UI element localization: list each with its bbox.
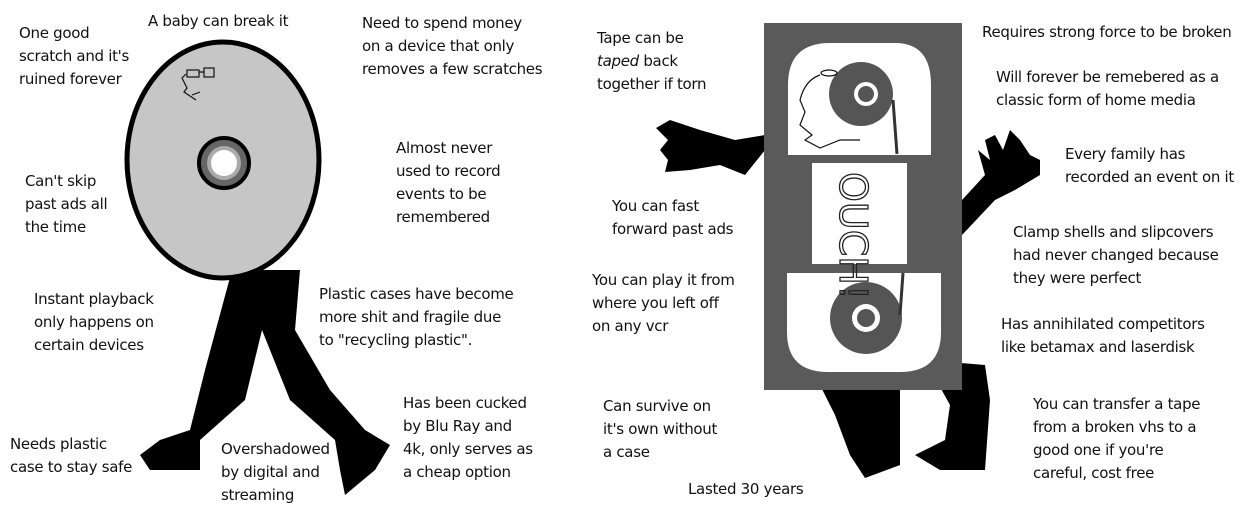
label-baby: A baby can break it — [148, 12, 289, 30]
label-lasted: Lasted 30 years — [688, 480, 804, 498]
vhs-right-arm — [962, 130, 1040, 235]
vhs-face-icon — [799, 69, 860, 149]
disc-hole — [211, 150, 237, 176]
vhs-label — [812, 163, 907, 264]
disc-face-icon — [181, 67, 215, 101]
disc-legs — [140, 270, 390, 495]
vhs-left-arm — [656, 120, 765, 175]
label-force: Requires strong force to be broken — [982, 23, 1232, 41]
vhs-label-text: OUCH! — [831, 172, 875, 300]
disc-character — [124, 39, 390, 495]
vhs-character: OUCH! — [656, 23, 1040, 478]
